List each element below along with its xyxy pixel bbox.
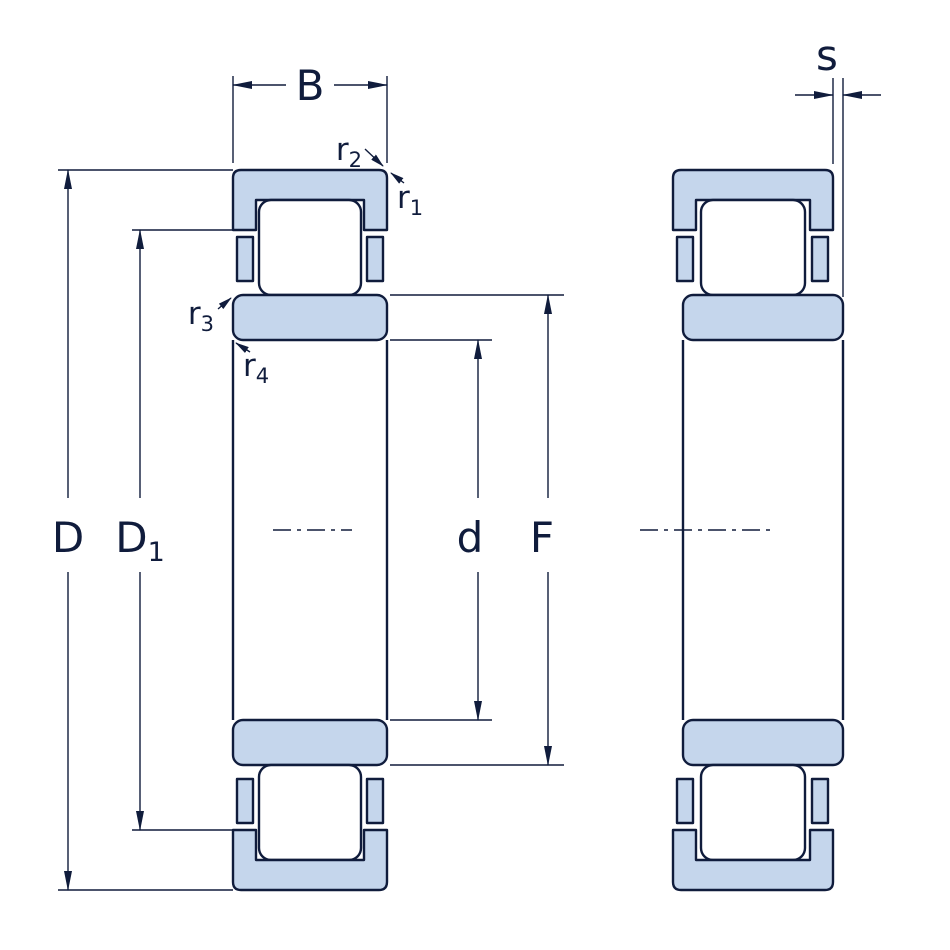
dimension-B: B [232, 61, 388, 163]
r1-leader-arrow [390, 172, 405, 184]
main-bearing-view [231, 168, 389, 892]
label-r4: r4 [243, 348, 269, 388]
inner-ring-lower-section [231, 718, 389, 767]
dimension-D: D [52, 169, 233, 891]
roller-lower-2 [699, 763, 807, 862]
label-r3: r3 [188, 296, 214, 336]
displaced-bearing-view [640, 168, 845, 892]
outer-ring-lower-section [231, 828, 389, 892]
cage-lower-right [365, 777, 385, 825]
dimension-D1: D1 [115, 229, 242, 831]
cage-upper-left [235, 235, 255, 283]
label-D: D [52, 513, 84, 562]
label-r1: r1 [397, 180, 423, 220]
inner-ring-lower-section-2 [681, 718, 845, 767]
cage-lower-left-2 [675, 777, 695, 825]
label-F: F [530, 513, 554, 562]
cage-upper-right-2 [810, 235, 830, 283]
label-d: d [457, 513, 484, 562]
roller-lower [257, 763, 363, 862]
roller-upper [257, 198, 363, 297]
dimension-d: d [390, 339, 492, 721]
cage-upper-right [365, 235, 385, 283]
dimension-s: s [795, 31, 881, 297]
label-B: B [296, 61, 325, 110]
inner-ring-upper-section [231, 293, 389, 342]
cage-upper-left-2 [675, 235, 695, 283]
outer-ring-lower-section-2 [671, 828, 835, 892]
label-D1: D1 [115, 513, 165, 568]
r4-leader-arrow [235, 342, 251, 353]
label-s: s [816, 31, 838, 80]
roller-upper-2 [699, 198, 807, 297]
cage-lower-right-2 [810, 777, 830, 825]
r2-leader-arrow [364, 148, 384, 167]
cage-lower-left [235, 777, 255, 825]
radius-labels: r2 r1 r3 r4 [188, 132, 423, 388]
inner-ring-upper-section-2 [681, 293, 845, 342]
dimension-F: F [390, 294, 564, 766]
r3-leader-arrow [217, 297, 232, 310]
label-r2: r2 [336, 132, 362, 172]
